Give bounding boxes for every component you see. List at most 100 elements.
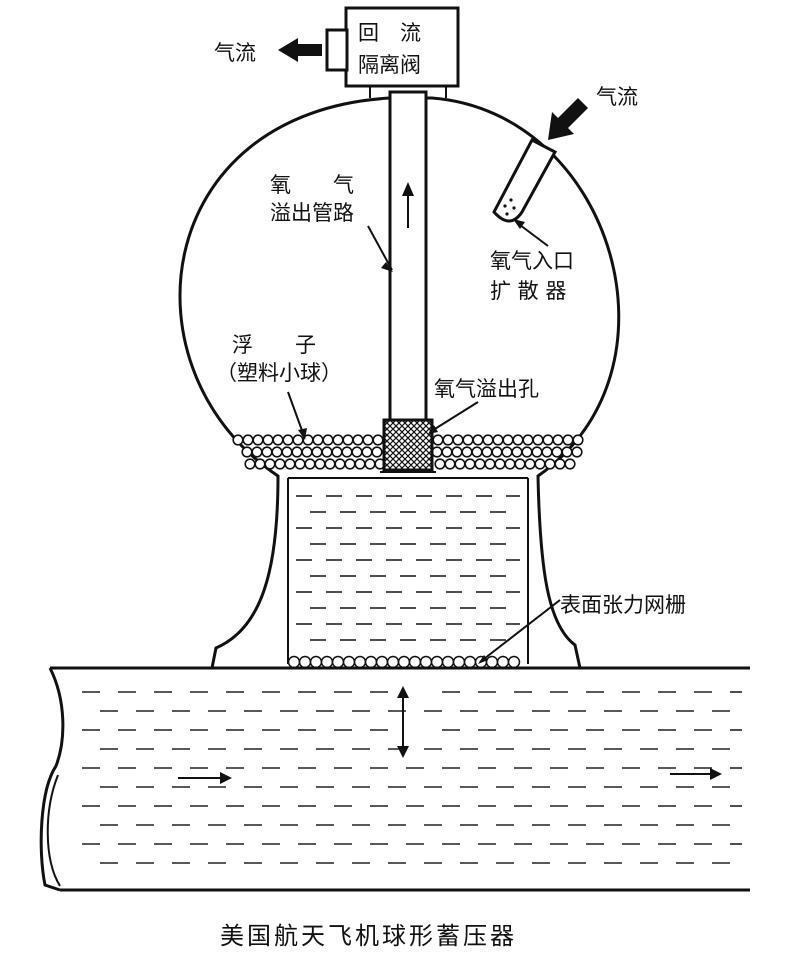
float-ball <box>534 458 546 470</box>
float-ball <box>254 458 266 470</box>
float-ball <box>252 434 264 446</box>
float-ball <box>532 434 544 446</box>
float-ball <box>354 458 366 470</box>
float-ball <box>251 446 263 458</box>
float-ball <box>452 434 464 446</box>
float-ball <box>334 458 346 470</box>
float-ball <box>571 446 583 458</box>
float-ball <box>244 458 256 470</box>
float-ball <box>504 458 516 470</box>
airflow-out-arrow <box>278 38 322 62</box>
flow-arrow-right-head <box>710 768 722 780</box>
neck-inner-wall <box>287 478 529 664</box>
float-ball <box>271 446 283 458</box>
diffuser-hole <box>503 204 507 208</box>
leader-surface-tension <box>479 599 561 663</box>
screen-bubble <box>331 655 345 669</box>
float-ball <box>491 446 503 458</box>
float-ball <box>511 446 523 458</box>
screen-bubble <box>463 655 477 669</box>
float-ball <box>314 458 326 470</box>
float-ball <box>484 458 496 470</box>
valve-label-line1: 回 流 <box>358 21 421 45</box>
tank-end-cap <box>46 774 61 887</box>
leader-head <box>381 262 393 272</box>
float-ball <box>512 434 524 446</box>
screen-bubble <box>496 655 510 669</box>
screen-bubble <box>320 655 334 669</box>
float-ball <box>472 434 484 446</box>
float-ball <box>322 434 334 446</box>
screen-bubble <box>298 655 312 669</box>
float-ball <box>294 458 306 470</box>
float-ball <box>521 446 533 458</box>
screen-bubble <box>342 655 356 669</box>
float-ball <box>544 458 556 470</box>
screen-bubble <box>397 655 411 669</box>
screen-bubble <box>419 655 433 669</box>
float-ball <box>524 458 536 470</box>
float-ball <box>264 458 276 470</box>
float-ball <box>471 446 483 458</box>
screen-bubble <box>386 655 400 669</box>
screen-bubble <box>287 655 301 669</box>
float-ball <box>481 446 493 458</box>
valve-label-line2: 隔离阀 <box>358 53 421 77</box>
float-ball <box>444 458 456 470</box>
float-ball <box>554 458 566 470</box>
float-ball <box>331 446 343 458</box>
figure-caption: 美国航天飞机球形蓄压器 <box>220 922 517 950</box>
float-ball <box>454 458 466 470</box>
float-ball <box>564 458 576 470</box>
float-ball <box>492 434 504 446</box>
float-ball <box>242 434 254 446</box>
float-ball <box>451 446 463 458</box>
float-ball <box>232 434 244 446</box>
airflow-in-label: 气流 <box>596 85 638 109</box>
float-ball <box>531 446 543 458</box>
screen-bubble <box>353 655 367 669</box>
leader-overflow-pipe <box>367 225 393 271</box>
screen-bubble <box>507 655 521 669</box>
screen-bubble <box>430 655 444 669</box>
airflow-out-label: 气流 <box>214 41 256 65</box>
screen-bubble <box>441 655 455 669</box>
float-ball <box>352 434 364 446</box>
float-ball <box>312 434 324 446</box>
inlet-diffuser <box>492 137 558 223</box>
float-ball <box>274 458 286 470</box>
leader-head <box>513 219 525 229</box>
surface-tension-label: 表面张力网栅 <box>560 593 686 617</box>
float-ball <box>272 434 284 446</box>
vertical-flow-arrow-down <box>397 746 409 758</box>
float-ball <box>332 434 344 446</box>
sphere-vessel <box>178 96 621 670</box>
screen-bubble <box>309 655 323 669</box>
float-ball <box>284 458 296 470</box>
screen-bubble <box>452 655 466 669</box>
float-balls <box>232 434 584 470</box>
overflow-pipe-label-2: 溢出管路 <box>270 201 354 225</box>
float-ball <box>364 458 376 470</box>
float-ball <box>361 446 373 458</box>
diffuser-hole <box>505 212 509 216</box>
overflow-hole-label: 氧气溢出孔 <box>434 377 539 401</box>
leader-head <box>478 655 488 664</box>
float-ball <box>341 446 353 458</box>
float-ball <box>351 446 363 458</box>
float-ball <box>342 434 354 446</box>
float-ball <box>432 434 444 446</box>
float-ball <box>311 446 323 458</box>
float-ball <box>562 434 574 446</box>
float-ball <box>282 434 294 446</box>
vertical-flow-arrow-up <box>397 686 409 698</box>
tank-liquid <box>82 691 742 864</box>
float-ball <box>304 458 316 470</box>
float-label-1: 浮 子 <box>232 333 316 357</box>
float-ball <box>572 434 584 446</box>
inlet-diffuser-label-2: 扩 散 器 <box>490 279 566 303</box>
diffuser-hole <box>509 198 513 202</box>
float-ball <box>372 434 384 446</box>
pipe-flow-arrow-head <box>402 182 414 196</box>
